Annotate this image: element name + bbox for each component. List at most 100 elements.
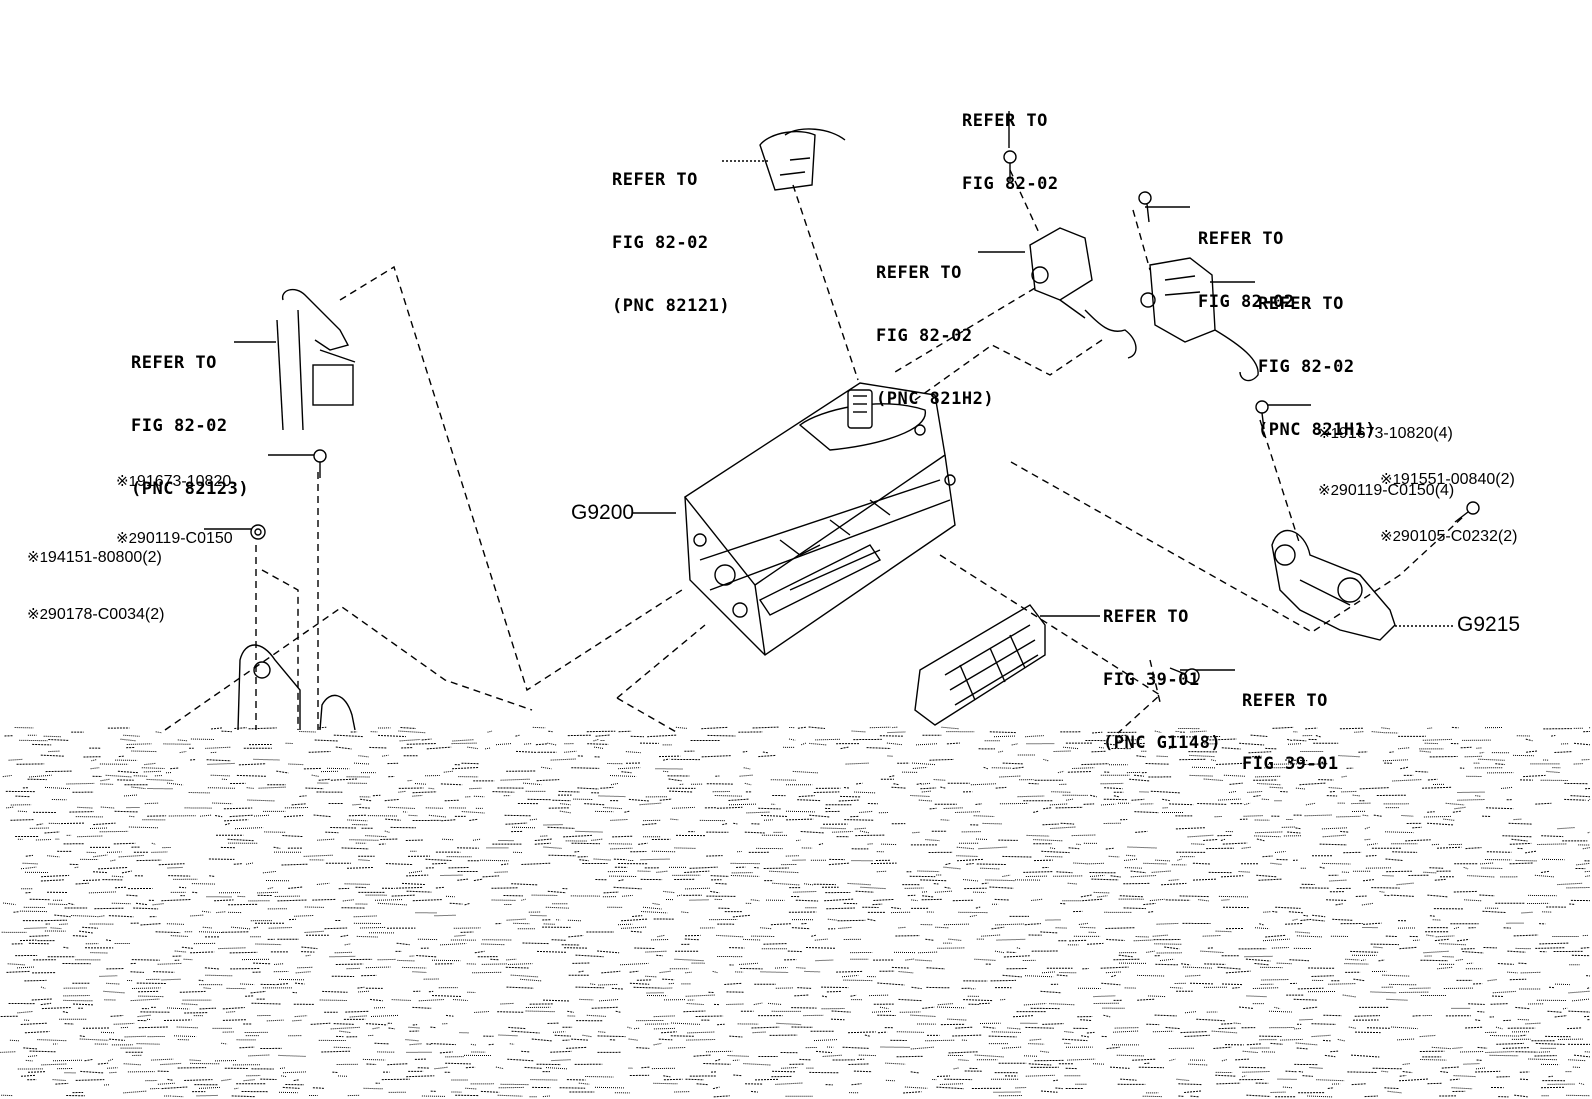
noise-stroke <box>88 891 116 894</box>
noise-stroke <box>515 734 520 737</box>
noise-stroke <box>1336 815 1361 818</box>
noise-stroke <box>1060 902 1066 905</box>
noise-stroke <box>799 1058 811 1061</box>
noise-stroke <box>13 911 20 913</box>
noise-stroke <box>161 1086 188 1090</box>
noise-stroke <box>1519 1078 1529 1081</box>
noise-stroke <box>1350 1054 1380 1058</box>
noise-stroke <box>545 906 570 909</box>
noise-stroke <box>669 790 693 793</box>
noise-stroke <box>29 774 52 778</box>
noise-stroke <box>1261 798 1270 801</box>
noise-stroke <box>222 931 249 933</box>
noise-stroke <box>891 786 906 789</box>
noise-stroke <box>1482 910 1507 914</box>
noise-stroke <box>1585 875 1591 877</box>
noise-stroke <box>1055 806 1083 809</box>
noise-stroke <box>551 1059 571 1062</box>
noise-stroke <box>686 1003 704 1005</box>
noise-stroke <box>1295 787 1306 790</box>
noise-stroke <box>1385 858 1403 861</box>
noise-stroke <box>547 742 557 746</box>
noise-stroke <box>904 1086 928 1089</box>
callout-refer-fig-82-02-pnc-82123: REFER TO FIG 82-02 (PNC 82123) <box>131 311 249 542</box>
noise-stroke <box>492 791 515 793</box>
bolt <box>1138 191 1152 223</box>
noise-stroke <box>25 891 32 894</box>
noise-stroke <box>167 866 184 869</box>
noise-stroke <box>1551 735 1556 737</box>
bracket-g9215 <box>1271 529 1396 641</box>
noise-stroke <box>398 730 426 734</box>
noise-stroke <box>322 990 348 993</box>
noise-stroke <box>36 823 44 826</box>
noise-stroke <box>1124 867 1143 869</box>
noise-stroke <box>1525 1022 1542 1025</box>
callout-refer-fig-82-02-pnc-82121: REFER TO FIG 82-02 (PNC 82121) <box>612 128 730 359</box>
noise-stroke <box>24 979 47 982</box>
noise-stroke <box>52 1079 66 1081</box>
noise-stroke <box>982 822 1003 825</box>
noise-stroke <box>136 859 162 862</box>
part-number-row: ※290119-C0150 <box>116 529 233 548</box>
noise-stroke <box>983 766 989 770</box>
noise-stroke <box>1089 874 1105 877</box>
noise-stroke <box>715 882 728 885</box>
noise-stroke <box>975 838 989 840</box>
part-number-row: ※191551-00840(2) <box>1380 470 1517 489</box>
noise-stroke <box>278 1054 306 1057</box>
noise-stroke <box>382 754 389 757</box>
noise-stroke <box>663 890 676 894</box>
noise-stroke <box>100 806 115 809</box>
noise-stroke <box>578 1082 590 1085</box>
noise-stroke <box>1204 963 1226 965</box>
noise-stroke <box>246 787 255 789</box>
noise-stroke <box>291 803 306 806</box>
noise-stroke <box>1184 1090 1202 1093</box>
noise-stroke <box>140 923 161 926</box>
noise-stroke <box>586 1014 607 1017</box>
noise-stroke <box>750 899 760 902</box>
noise-stroke <box>110 859 117 862</box>
noise-stroke <box>933 779 946 781</box>
noise-stroke <box>1307 1095 1333 1098</box>
noise-stroke <box>943 807 964 809</box>
noise-stroke <box>507 1058 534 1062</box>
noise-stroke <box>146 778 174 781</box>
noise-stroke <box>1114 1027 1140 1029</box>
noise-stroke <box>1293 998 1318 1001</box>
noise-stroke <box>552 1031 566 1033</box>
noise-stroke <box>1267 763 1298 765</box>
noise-stroke <box>1303 1006 1319 1010</box>
noise-stroke <box>510 974 539 978</box>
noise-stroke <box>1248 751 1272 754</box>
noise-stroke <box>822 1054 842 1057</box>
noise-stroke <box>380 838 399 840</box>
noise-stroke <box>357 986 365 989</box>
noise-stroke <box>1299 1018 1313 1021</box>
noise-stroke <box>611 987 624 990</box>
noise-stroke <box>113 1022 135 1025</box>
noise-stroke <box>1468 1003 1485 1005</box>
noise-stroke <box>1312 914 1326 918</box>
noise-stroke <box>944 886 951 889</box>
callout-line: FIG 82-02 <box>876 326 973 346</box>
noise-stroke <box>1097 895 1108 898</box>
noise-stroke <box>1238 871 1251 873</box>
noise-stroke <box>1573 763 1583 765</box>
noise-stroke <box>571 1038 588 1041</box>
noise-stroke <box>1400 766 1409 770</box>
noise-stroke <box>461 762 479 765</box>
noise-stroke <box>1050 847 1056 850</box>
noise-stroke <box>975 906 981 909</box>
noise-stroke <box>131 786 146 790</box>
noise-stroke <box>989 886 1014 889</box>
noise-stroke <box>506 958 517 961</box>
noise-stroke <box>898 971 914 974</box>
noise-stroke <box>856 782 863 785</box>
noise-stroke <box>190 951 215 954</box>
noise-stroke <box>131 750 158 753</box>
noise-stroke <box>1041 971 1055 974</box>
noise-stroke <box>297 966 313 969</box>
noise-stroke <box>1255 831 1284 834</box>
